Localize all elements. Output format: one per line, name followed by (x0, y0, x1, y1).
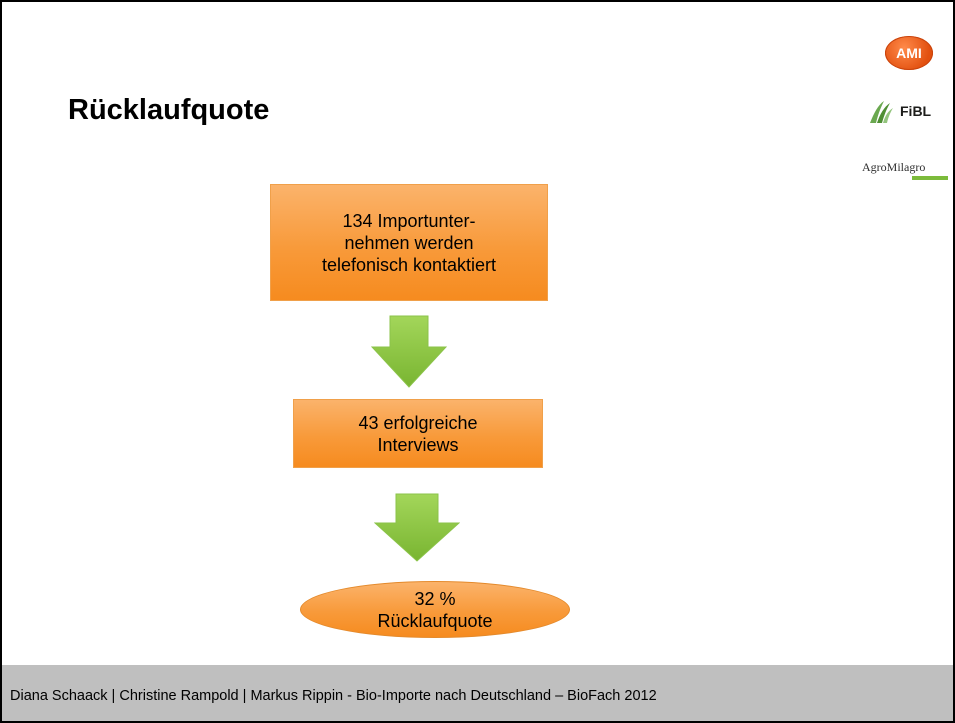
ami-logo-text: AMI (896, 45, 922, 61)
down-arrow-icon (374, 493, 460, 562)
flow-step-2-line-2: Interviews (377, 434, 459, 455)
flow-result-line-1: 32 % (414, 588, 456, 609)
fibl-leaf-icon (870, 101, 893, 123)
logo-group: AMI FiBL AgroMilagro (860, 36, 950, 186)
slide-footer: Diana Schaack | Christine Rampold | Mark… (2, 665, 953, 721)
flow-step-1-line-2: nehmen werden (344, 232, 474, 253)
fibl-logo-text: FiBL (900, 103, 932, 119)
agromilagro-green-bar (912, 176, 948, 180)
fibl-logo: FiBL (866, 99, 950, 125)
slide-title: Rücklaufquote (68, 94, 270, 126)
agromilagro-logo: AgroMilagro (862, 160, 948, 182)
flow-step-successful-interviews: 43 erfolgreiche Interviews (293, 399, 543, 468)
down-arrow-icon (371, 315, 447, 388)
flow-step-1-line-1: 134 Importunter- (342, 210, 476, 231)
ami-logo: AMI (885, 36, 933, 70)
flow-step-1-line-3: telefonisch kontaktiert (321, 254, 497, 275)
flow-result-line-2: Rücklaufquote (377, 610, 493, 631)
flow-step-2-line-1: 43 erfolgreiche (358, 412, 478, 433)
footer-text: Diana Schaack | Christine Rampold | Mark… (10, 688, 657, 704)
flow-result-response-rate: 32 % Rücklaufquote (300, 581, 570, 638)
agromilagro-logo-text: AgroMilagro (862, 160, 926, 174)
flow-step-import-companies: 134 Importunter- nehmen werden telefonis… (270, 184, 548, 301)
